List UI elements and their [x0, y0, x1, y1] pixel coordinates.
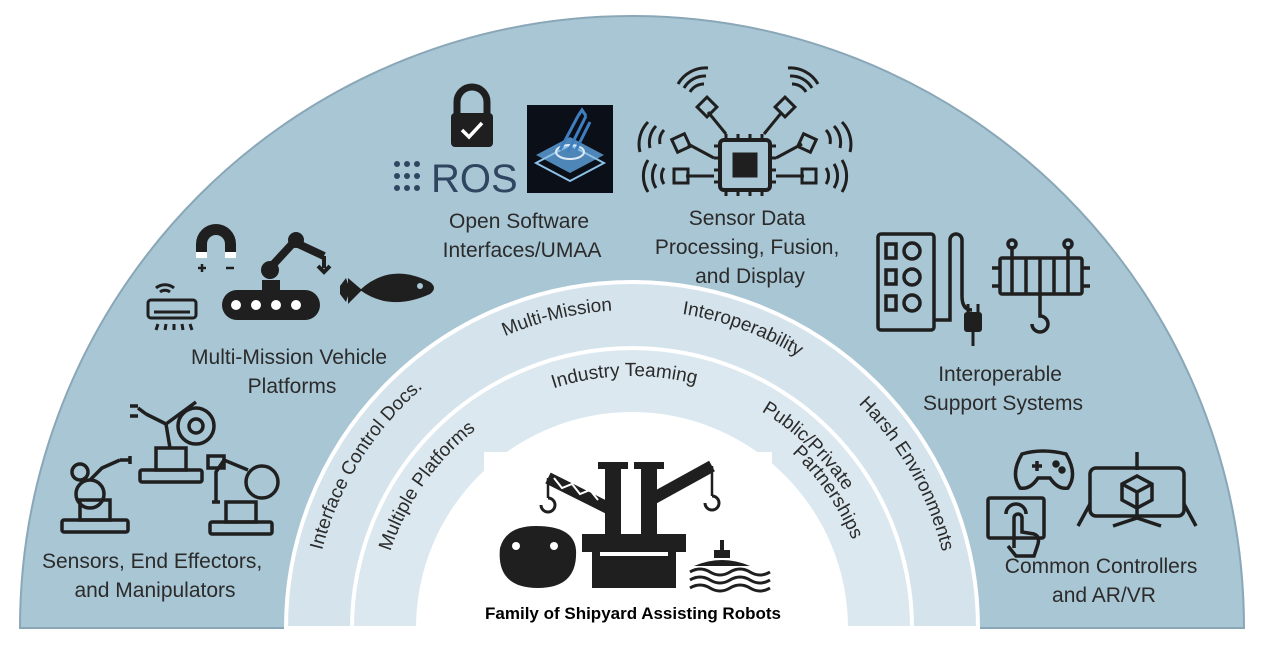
- label-common-controllers: Common Controllers and AR/VR: [1005, 555, 1203, 607]
- industrial-robot-arm-icon: [60, 400, 280, 536]
- power-strip-icon: [876, 232, 973, 332]
- label-open-software-interfaces: Open Software Interfaces/UMAA: [443, 210, 602, 262]
- touch-screen-icon: [986, 496, 1046, 558]
- umaa-logo-icon: [527, 105, 613, 193]
- robot-arm-crawler-icon: [222, 232, 332, 320]
- air-conditioner-icon: [146, 283, 198, 331]
- sensor-fusion-icon: [637, 66, 853, 196]
- lock-icon: [451, 83, 493, 147]
- ros-logo-icon: ROS: [394, 157, 518, 201]
- svg-text:ROS: ROS: [431, 157, 518, 201]
- label-sensor-data-processing: Sensor Data Processing, Fusion, and Disp…: [655, 207, 845, 288]
- gamepad-icon: [1013, 449, 1075, 491]
- center-title: Family of Shipyard Assisting Robots: [485, 604, 781, 623]
- fish-drone-icon: [340, 273, 434, 304]
- magnet-icon: [196, 224, 236, 272]
- vr-cube-icon: [1076, 452, 1198, 528]
- shipyard-robots-icon: [484, 452, 772, 594]
- label-sensors-end-effectors: Sensors, End Effectors, and Manipulators: [42, 550, 268, 602]
- crane-hook-icon: [992, 238, 1090, 334]
- label-multi-mission-vehicle-platforms: Multi-Mission Vehicle Platforms: [191, 346, 393, 398]
- label-interoperable-support-systems: Interoperable Support Systems: [923, 363, 1083, 415]
- electric-plug-icon: [964, 304, 982, 346]
